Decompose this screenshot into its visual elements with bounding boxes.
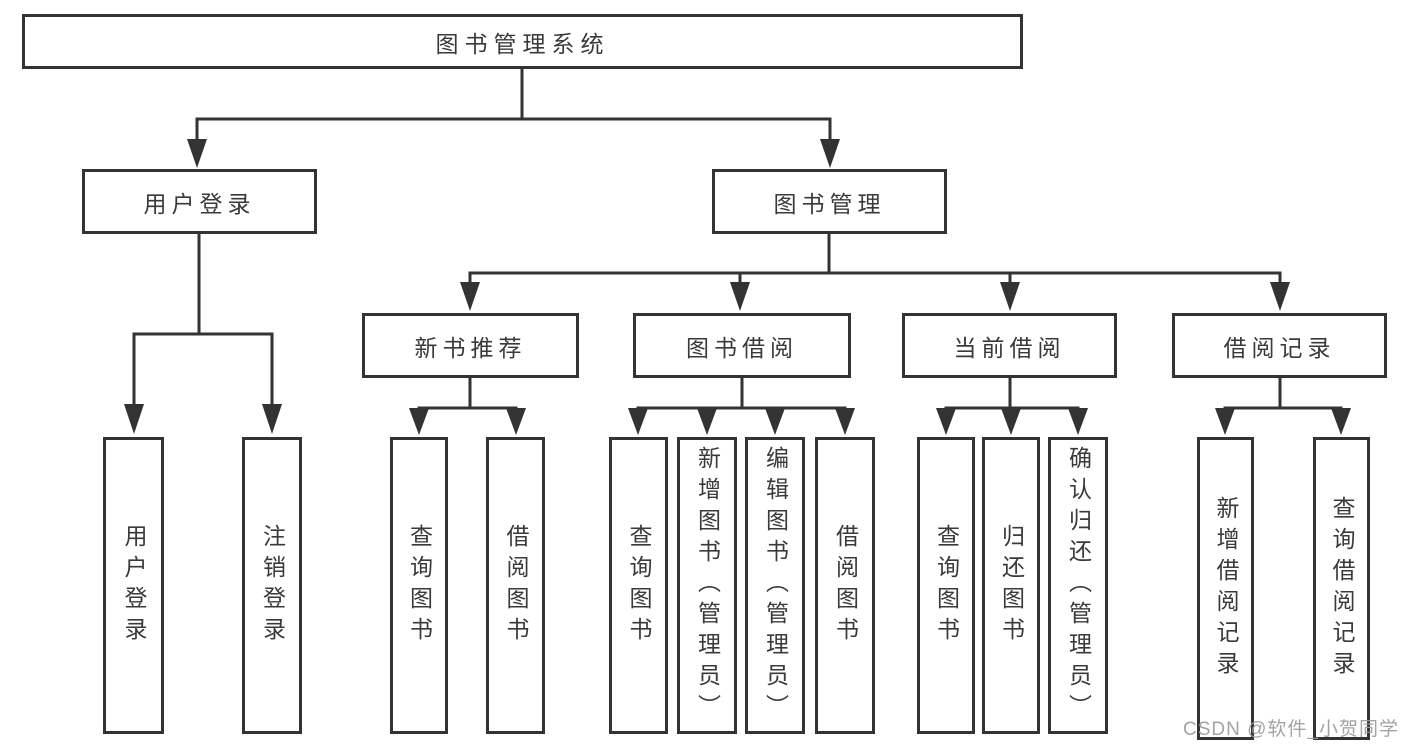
leaf-label: 查询图书 [933,523,960,648]
node-user-login: 用户登录 [82,169,317,234]
leaf-label: 用户登录 [121,523,147,648]
leaf-query-borrow-record: 查询借阅记录 [1313,437,1370,740]
leaf-edit-book-admin: 编辑图书（管理员） [745,437,805,734]
csdn-watermark: CSDN @软件_小贺同学 [1183,719,1399,740]
leaf-label: 查询图书 [626,523,652,648]
leaf-label: 新增借阅记录 [1213,495,1239,682]
leaf-confirm-return-admin: 确认归还（管理员） [1048,437,1108,734]
leaf-query-books-current: 查询图书 [917,437,975,734]
leaf-user-login: 用户登录 [103,437,164,734]
leaf-label: 编辑图书（管理员） [762,446,789,725]
node-borrow-records: 借阅记录 [1172,313,1387,378]
leaf-borrow-books: 借阅图书 [815,437,875,734]
node-book-borrow: 图书借阅 [633,313,851,378]
node-label: 借阅记录 [1223,334,1336,361]
leaf-label: 归还图书 [998,523,1025,648]
leaf-borrow-books-recommend: 借阅图书 [486,437,545,734]
leaf-label: 借阅图书 [503,523,529,648]
node-label: 新书推荐 [414,334,527,361]
node-current-borrow: 当前借阅 [902,313,1117,378]
leaf-label: 新增图书（管理员） [694,446,721,725]
leaf-add-borrow-record: 新增借阅记录 [1197,437,1254,740]
leaf-query-books-recommend: 查询图书 [390,437,448,734]
leaf-label: 借阅图书 [832,523,859,648]
leaf-label: 查询借阅记录 [1329,495,1355,682]
node-label: 图书管理 [773,190,886,217]
leaf-add-book-admin: 新增图书（管理员） [677,437,737,734]
node-library-management-system: 图书管理系统 [22,14,1023,69]
node-label: 当前借阅 [953,334,1066,361]
node-label: 图书管理系统 [435,30,610,57]
leaf-logout: 注销登录 [242,437,302,734]
leaf-return-book: 归还图书 [982,437,1040,734]
leaf-label: 查询图书 [406,523,433,648]
node-book-management: 图书管理 [712,169,947,234]
leaf-query-books-borrow: 查询图书 [609,437,668,734]
node-label: 用户登录 [143,190,256,217]
leaf-label: 确认归还（管理员） [1065,446,1092,725]
leaf-label: 注销登录 [259,523,286,648]
node-new-book-recommend: 新书推荐 [362,313,579,378]
node-label: 图书借阅 [686,334,798,361]
